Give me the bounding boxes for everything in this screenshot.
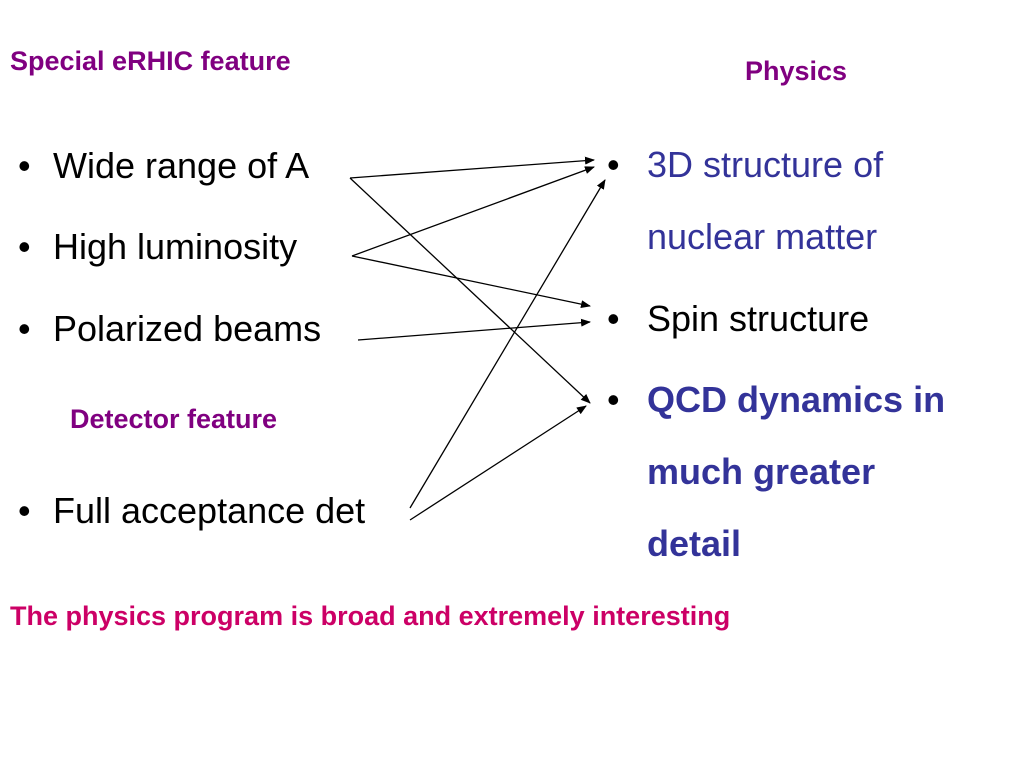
bullet-icon: • [607, 144, 620, 185]
bullet-icon: • [18, 226, 31, 267]
physics-qcd-line1: QCD dynamics in [647, 379, 946, 420]
physics-item-3d-structure: • 3D structure of nuclear matter [607, 129, 1007, 273]
bullet-icon: • [18, 490, 31, 531]
physics-spin: Spin structure [647, 298, 870, 339]
arrow-wide-range-to-qcd [349, 177, 591, 404]
arrow-full-acceptance-to-3d [409, 179, 606, 509]
bullet-icon: • [18, 145, 31, 186]
physics-3d-line2: nuclear matter [647, 216, 878, 257]
conclusion-text: The physics program is broad and extreme… [10, 601, 731, 631]
bullet-icon: • [607, 379, 620, 420]
arrow-high-luminosity-to-3d [351, 166, 595, 257]
physics-item-spin: • Spin structure [607, 283, 1007, 355]
special-feature-heading: Special eRHIC feature [10, 46, 291, 76]
detector-feature-heading: Detector feature [70, 404, 278, 434]
bullet-icon: • [18, 308, 31, 349]
physics-heading: Physics [745, 56, 848, 86]
arrow-full-acceptance-to-qcd [409, 405, 587, 521]
arrow-high-luminosity-to-spin [351, 255, 591, 309]
physics-qcd-line3: detail [647, 523, 742, 564]
arrow-wide-range-to-3d [349, 156, 595, 179]
feature-wide-range: Wide range of A [53, 145, 310, 186]
physics-item-qcd: • QCD dynamics in much greater detail [607, 364, 1017, 580]
bullet-icon: • [607, 298, 620, 339]
arrow-polarized-to-spin [357, 318, 591, 341]
feature-high-luminosity: High luminosity [53, 226, 298, 267]
physics-qcd-line2: much greater [647, 451, 876, 492]
physics-3d-line1: 3D structure of [647, 144, 884, 185]
feature-polarized-beams: Polarized beams [53, 308, 322, 349]
feature-full-acceptance: Full acceptance det [53, 490, 366, 531]
